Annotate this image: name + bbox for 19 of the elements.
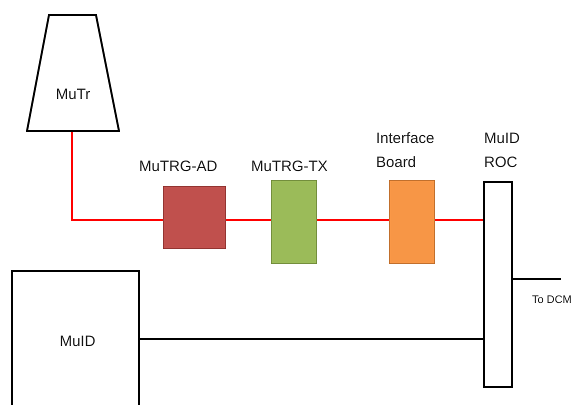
signal-line (435, 219, 483, 221)
node-label: MuID (58, 332, 96, 352)
edge-label: To DCM (532, 294, 572, 306)
detector-trapezoid (26, 14, 120, 132)
node-label: MuTr (54, 85, 92, 105)
detector-box (483, 181, 513, 388)
module-block (389, 180, 435, 264)
signal-line (317, 219, 389, 221)
node-heading: MuID ROC (484, 129, 521, 173)
signal-line (71, 132, 163, 221)
detector-box (11, 270, 140, 405)
module-block (271, 180, 317, 264)
signal-line (140, 338, 483, 340)
node-heading: MuTRG-TX (251, 157, 328, 177)
signal-line (226, 219, 271, 221)
module-block (163, 186, 226, 249)
node-heading: Interface Board (376, 129, 436, 173)
output-line (513, 278, 561, 280)
node-heading: MuTRG-AD (139, 157, 218, 177)
